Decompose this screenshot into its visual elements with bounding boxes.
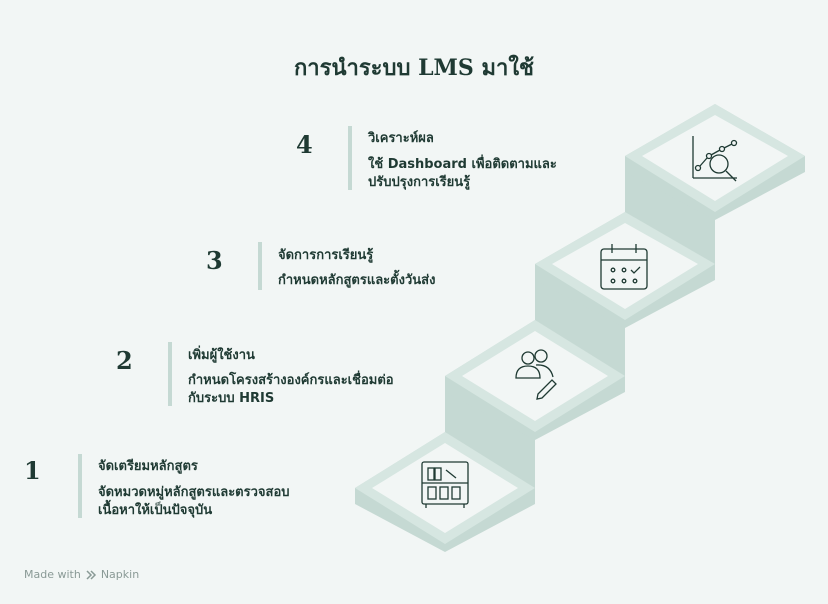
made-with-label: Made with: [24, 568, 81, 581]
step-title: จัดการการเรียนรู้: [278, 248, 374, 263]
bookshelf-icon: [421, 461, 469, 508]
napkin-logo-icon: [86, 569, 96, 580]
step-title: เพิ่มผู้ใช้งาน: [188, 348, 255, 363]
step-number: 3: [206, 246, 223, 275]
step-divider: [168, 342, 172, 406]
napkin-brand-label: Napkin: [100, 568, 140, 581]
step-description: ใช้ Dashboard เพื่อติดตามและ ปรับปรุงการ…: [368, 157, 557, 190]
footer-attribution: Made with Napkin: [24, 568, 139, 581]
step-title: วิเคราะห์ผล: [368, 131, 434, 146]
step-title: จัดเตรียมหลักสูตร: [98, 459, 198, 474]
step-description: จัดหมวดหมู่หลักสูตรและตรวจสอบ เนื้อหาให้…: [98, 485, 290, 518]
step-number: 1: [24, 456, 41, 485]
step-divider: [78, 454, 82, 518]
calendar-icon: [600, 244, 648, 290]
step-divider: [258, 242, 262, 290]
step-number: 4: [296, 130, 313, 159]
step-description: กำหนดหลักสูตรและตั้งวันส่ง: [278, 273, 436, 288]
step-description: กำหนดโครงสร้างองค์กรและเชื่อมต่อ กับระบบ…: [188, 373, 394, 406]
stair-4: [625, 104, 805, 220]
step-divider: [348, 126, 352, 190]
stair-3: [535, 156, 715, 328]
users-edit-icon: [515, 349, 557, 400]
diagram-title: การนำระบบ LMS มาใช้: [293, 55, 534, 81]
stair-2: [445, 264, 625, 440]
step-number: 2: [116, 346, 133, 375]
analytics-search-icon: [692, 136, 738, 182]
